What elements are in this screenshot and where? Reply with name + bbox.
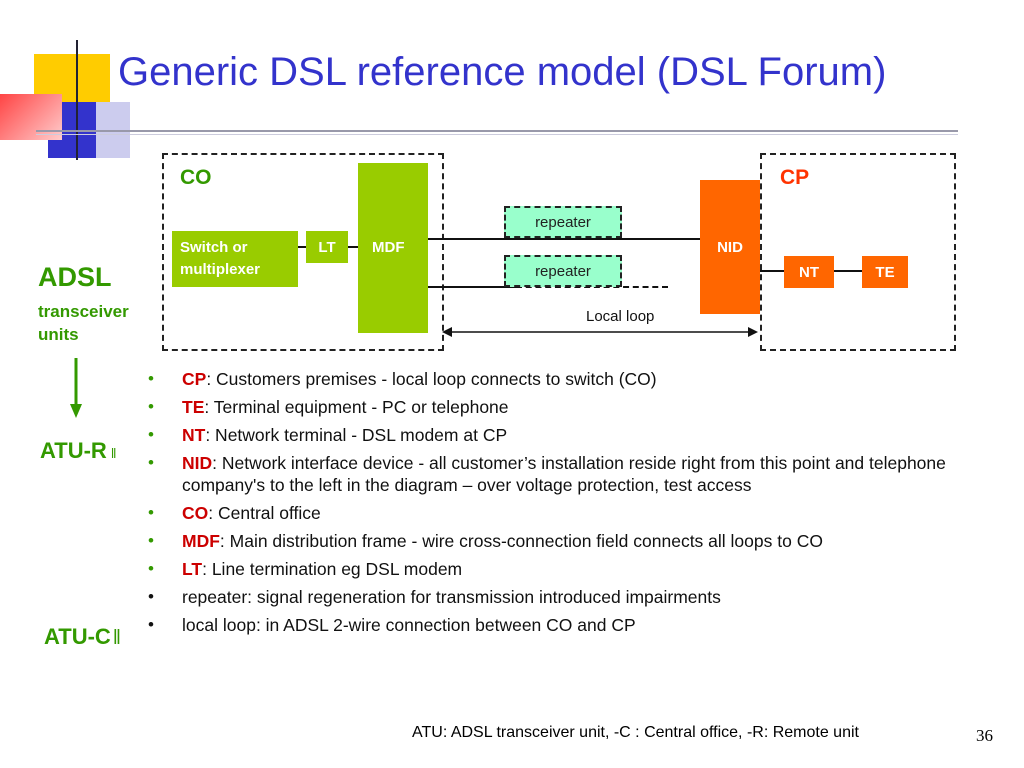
list-item-text: : Central office bbox=[208, 503, 321, 523]
list-item-term: CP bbox=[182, 369, 207, 389]
adsl-label: ADSL bbox=[38, 262, 112, 292]
list-item-text: : Network terminal - DSL modem at CP bbox=[205, 425, 508, 445]
transceiver-label: transceiver bbox=[38, 302, 129, 321]
local-loop-wire-dashed bbox=[516, 286, 668, 288]
list-item-text: : Customers premises - local loop connec… bbox=[206, 369, 657, 389]
footer-note: ATU: ADSL transceiver unit, -C : Central… bbox=[412, 724, 859, 741]
switch-multiplexer-box: Switch or multiplexer bbox=[172, 231, 298, 287]
mdf-label: MDF bbox=[372, 239, 405, 256]
local-loop-wire-bottom bbox=[428, 286, 516, 288]
repeater-top-label: repeater bbox=[535, 213, 591, 231]
repeater-top: repeater bbox=[504, 206, 622, 238]
co-region bbox=[162, 153, 444, 351]
mdf-box: MDF bbox=[358, 163, 428, 333]
list-item: • NID: Network interface device - all cus… bbox=[142, 452, 1002, 496]
list-item: • repeater: signal regeneration for trans… bbox=[142, 586, 1002, 608]
list-item: • TE: Terminal equipment - PC or telephon… bbox=[142, 396, 1002, 418]
bullet-icon: • bbox=[148, 531, 154, 550]
atu-c-label: ATU-C‖ bbox=[44, 624, 121, 650]
list-item: • CP: Customers premises - local loop con… bbox=[142, 368, 1002, 390]
list-item-text: local loop: in ADSL 2-wire connection be… bbox=[182, 615, 636, 635]
lt-label: LT bbox=[318, 238, 336, 256]
nid-nt-wire bbox=[760, 270, 784, 272]
co-label: CO bbox=[180, 166, 212, 189]
list-item-text: repeater: signal regeneration for transm… bbox=[182, 587, 721, 607]
nt-box: NT bbox=[784, 256, 834, 288]
local-loop-label: Local loop bbox=[586, 308, 655, 325]
slide-title: Generic DSL reference model (DSL Forum) bbox=[118, 50, 887, 94]
list-item-term: TE bbox=[182, 397, 205, 417]
te-box: TE bbox=[862, 256, 908, 288]
atu-r-text: ATU-R bbox=[40, 438, 107, 463]
switch-multiplexer-label: Switch or multiplexer bbox=[180, 239, 261, 278]
te-label: TE bbox=[875, 263, 895, 281]
logo-red-square bbox=[0, 94, 62, 140]
logo-vertical-line bbox=[76, 40, 78, 160]
nt-te-wire bbox=[834, 270, 862, 272]
nid-box: NID bbox=[700, 180, 760, 314]
list-item-term: MDF bbox=[182, 531, 220, 551]
title-rule bbox=[36, 130, 958, 132]
switch-lt-wire bbox=[298, 246, 306, 248]
dsl-diagram: CO CP Switch or multiplexer LT MDF repea… bbox=[0, 0, 1024, 360]
repeater-bottom-label: repeater bbox=[535, 262, 591, 280]
bullet-icon: • bbox=[148, 559, 154, 578]
bullet-icon: • bbox=[148, 587, 154, 606]
list-item: • local loop: in ADSL 2-wire connection b… bbox=[142, 614, 1002, 636]
lt-mdf-wire bbox=[348, 246, 358, 248]
bullet-icon: • bbox=[148, 453, 154, 472]
list-item: • NT: Network terminal - DSL modem at CP bbox=[142, 424, 1002, 446]
list-item-term: CO bbox=[182, 503, 209, 523]
page-number: 36 bbox=[976, 726, 993, 745]
list-item-text: : Main distribution frame - wire cross-c… bbox=[219, 531, 823, 551]
units-label: units bbox=[38, 325, 79, 344]
title-rule-shadow bbox=[36, 134, 958, 135]
nid-label: NID bbox=[717, 238, 743, 256]
definitions-list: • CP: Customers premises - local loop con… bbox=[142, 368, 1002, 642]
down-arrow-icon bbox=[70, 358, 82, 418]
local-loop-wire-top bbox=[428, 238, 700, 240]
bullet-icon: • bbox=[148, 615, 154, 634]
bullet-icon: • bbox=[148, 425, 154, 444]
atu-r-bars-icon: ‖ bbox=[110, 445, 117, 461]
list-item-term: NT bbox=[182, 425, 206, 445]
list-item: • CO: Central office bbox=[142, 502, 1002, 524]
list-item-text: : Terminal equipment - PC or telephone bbox=[204, 397, 509, 417]
local-loop-arrow bbox=[442, 327, 758, 337]
repeater-bottom: repeater bbox=[504, 255, 622, 287]
list-item-text: : Network interface device - all custome… bbox=[182, 453, 946, 495]
nt-label: NT bbox=[799, 263, 819, 281]
cp-region bbox=[760, 153, 956, 351]
cp-label: CP bbox=[780, 166, 810, 189]
list-item-text: : Line termination eg DSL modem bbox=[202, 559, 463, 579]
list-item: • LT: Line termination eg DSL modem bbox=[142, 558, 1002, 580]
lt-box: LT bbox=[306, 231, 348, 263]
list-item-term: LT bbox=[182, 559, 203, 579]
list-item: • MDF: Main distribution frame - wire cro… bbox=[142, 530, 1002, 552]
bullet-icon: • bbox=[148, 503, 154, 522]
atu-r-label: ATU-R‖ bbox=[40, 438, 117, 464]
atu-c-text: ATU-C bbox=[44, 624, 111, 649]
bullet-icon: • bbox=[148, 397, 154, 416]
list-item-term: NID bbox=[182, 453, 213, 473]
atu-c-bars-icon: ‖ bbox=[112, 627, 122, 649]
bullet-icon: • bbox=[148, 369, 154, 388]
